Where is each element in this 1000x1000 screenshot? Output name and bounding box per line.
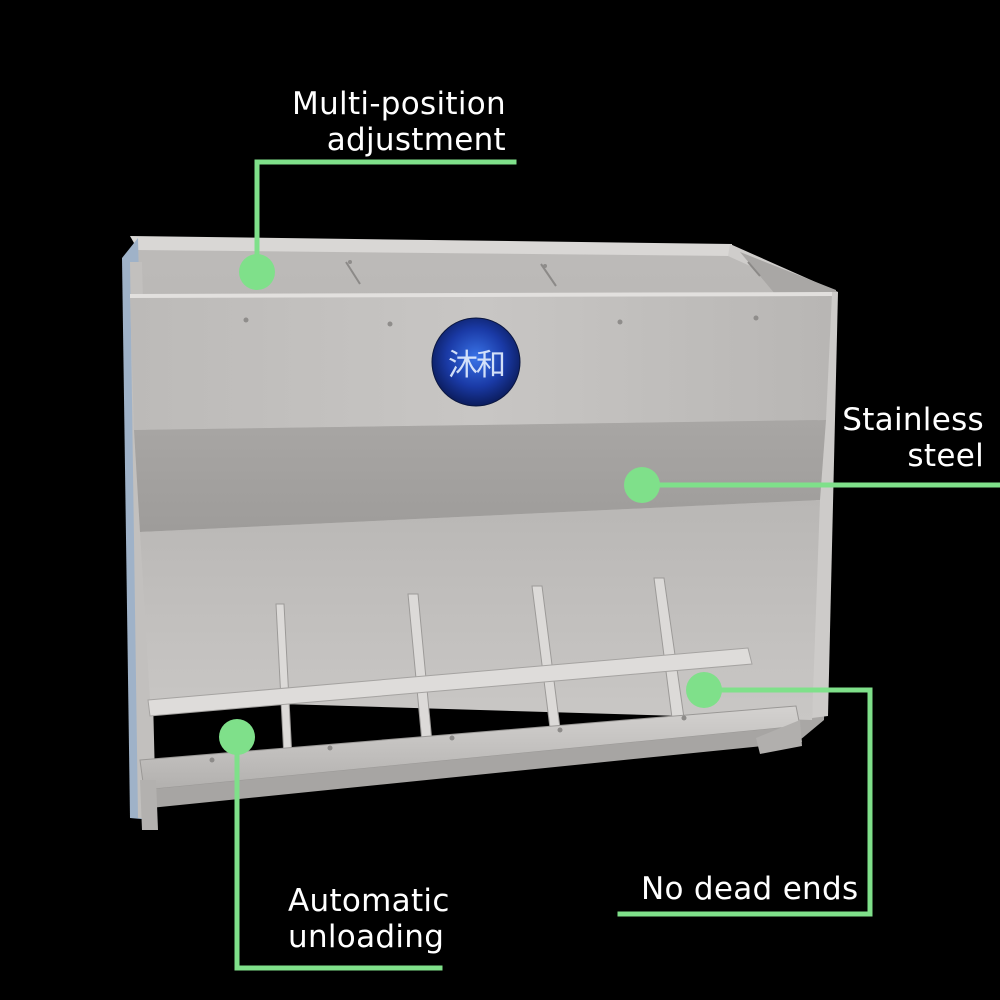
callout-stainless-line2: steel [907,438,984,474]
callout-dot-automatic [219,719,255,755]
brand-logo-text: 沐和 [448,348,506,383]
callout-stainless-steel: Stainless steel [842,402,984,474]
callout-dot-no-dead-ends [686,672,722,708]
callout-line-multi-position [254,159,517,275]
callout-line-automatic [234,734,443,971]
callout-no-dead-ends: No dead ends [641,871,858,907]
callout-multi-position-line2: adjustment [326,122,506,158]
callout-dot-multi-position [239,254,275,290]
callout-line-no-dead-ends [617,687,873,917]
callout-dot-stainless [624,467,660,503]
callout-automatic-unloading: Automatic unloading [288,883,450,955]
callout-stainless-line1: Stainless [842,402,984,438]
callout-multi-position: Multi-position adjustment [292,86,506,158]
callout-multi-position-line1: Multi-position [292,86,506,122]
callout-automatic-line2: unloading [288,919,445,955]
callout-no-dead-ends-text: No dead ends [641,871,859,907]
brand-logo-icon [431,317,521,407]
callout-automatic-line1: Automatic [288,883,450,919]
